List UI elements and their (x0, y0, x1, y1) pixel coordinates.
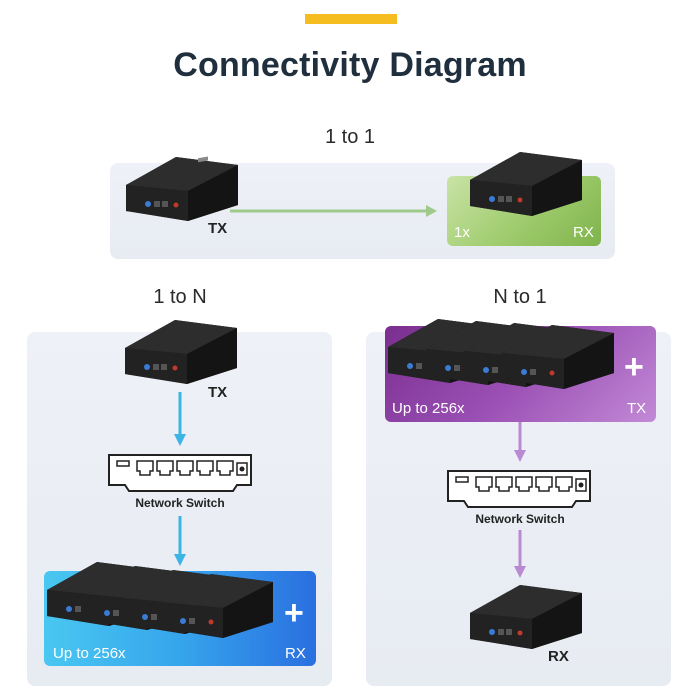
rx-count-label: 1x (454, 224, 470, 241)
rx-label: RX (573, 224, 594, 241)
network-switch-icon (447, 470, 591, 508)
section-label-1-to-1: 1 to 1 (324, 126, 376, 148)
rx-label: RX (548, 648, 569, 665)
arrow-right-icon (230, 205, 437, 217)
network-switch-icon (108, 454, 252, 492)
tx-device-icon (126, 156, 238, 221)
plus-icon: + (284, 594, 304, 632)
accent-bar (305, 14, 397, 24)
tx-label: TX (208, 220, 228, 237)
page-title: Connectivity Diagram (173, 46, 527, 84)
arrow-down-icon (514, 422, 526, 462)
arrow-down-icon (514, 530, 526, 578)
arrow-down-icon (174, 516, 186, 566)
tx-label: TX (627, 400, 647, 417)
network-switch-label: Network Switch (475, 512, 565, 526)
rx-device-stack-icon (47, 562, 273, 638)
rx-device-icon (470, 152, 582, 216)
rx-device-icon (470, 585, 582, 649)
section-label-n-to-1: N to 1 (493, 286, 547, 308)
plus-icon: + (624, 348, 644, 386)
tx-count-label: Up to 256x (392, 400, 465, 417)
tx-device-stack-icon (388, 319, 614, 389)
network-switch-label: Network Switch (135, 496, 225, 510)
section-label-1-to-n: 1 to N (153, 286, 207, 308)
arrow-down-icon (174, 392, 186, 446)
rx-count-label: Up to 256x (53, 645, 126, 662)
rx-label: RX (285, 645, 306, 662)
tx-device-icon (125, 320, 237, 384)
tx-label: TX (208, 384, 228, 401)
